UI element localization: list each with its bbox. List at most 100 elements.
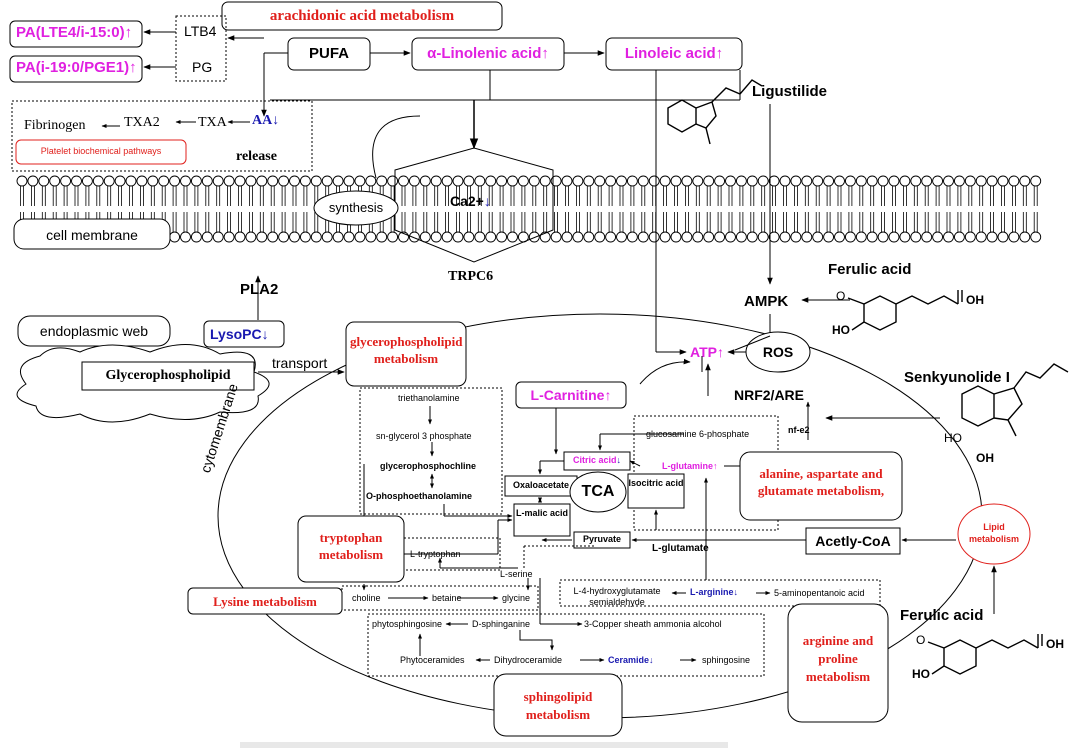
scrollbar-track[interactable] — [240, 742, 728, 748]
txa-label: TXA — [198, 115, 227, 130]
synthesis-ellipse — [313, 190, 399, 226]
ros-label: ROS — [762, 344, 794, 360]
transport-label: transport — [272, 355, 328, 371]
atp-label: ATP↑ — [690, 344, 724, 360]
d-sphinganine-label: D-sphinganine — [472, 619, 531, 629]
endoplasmic-box — [17, 315, 171, 347]
platelet-box — [15, 139, 187, 165]
glycine-label: glycine — [502, 593, 531, 603]
pg-label: PG — [192, 59, 213, 75]
trpc6-label: TRPC6 — [448, 269, 494, 284]
nrf2-label: NRF2/ARE — [734, 387, 805, 403]
aa-label: AA↓ — [252, 113, 280, 128]
ferulic1-ho: HO — [832, 323, 850, 337]
sphingolipid-label: sphingolipid metabolism — [523, 689, 593, 723]
isocitric-label: Isocitric acid — [628, 478, 684, 488]
glycerophospholipid-box — [81, 361, 255, 391]
ferulic2-ho: HO — [912, 667, 930, 681]
release-label: release — [236, 149, 277, 164]
ca-label: Ca2+↓ — [450, 193, 491, 209]
ligustilide-structure — [667, 79, 763, 145]
phytosphingosine-label: phytosphingosine — [372, 619, 443, 629]
senkyunolide-ho: HO — [944, 431, 962, 445]
sphingolipid-box — [493, 673, 623, 737]
senkyunolide-oh: OH — [976, 451, 994, 465]
l-glutamate-label: L-glutamate — [652, 543, 709, 554]
lysine-label: Lysine metabolism — [213, 594, 317, 609]
ltb4-label: LTB4 — [184, 23, 217, 39]
pa2-box — [9, 55, 143, 83]
l-arginine-label: L-arginine↓ — [690, 587, 739, 597]
platelet-dotted-box — [11, 100, 313, 172]
lysopc-box — [203, 320, 285, 348]
pyruvate-label: Pyruvate — [582, 534, 622, 544]
l-carnitine-label: L-Carnitine↑ — [530, 387, 612, 403]
o-phospho-label: O-phosphoethanolamine — [366, 491, 473, 501]
ferulic1-o: O — [836, 289, 846, 303]
alpha-box — [411, 37, 565, 71]
arginine-met-label: arginine and proline metabolism — [802, 633, 874, 685]
pa1-label: PA(LTE4/i-15:0)↑ — [16, 24, 133, 41]
sn-glycerol-label: sn-glycerol 3 phosphate — [376, 431, 472, 441]
alpha-linolenic-label: α-Linolenic acid↑ — [427, 45, 549, 62]
gp-dotted-box — [359, 387, 503, 515]
arachidonic-label: arachidonic acid metabolism — [269, 8, 455, 24]
ltb4-pg-box — [175, 15, 227, 82]
acetyl-coa-label: Acetly-CoA — [815, 533, 891, 549]
isocitric-box — [627, 473, 685, 509]
ligustilide-label: Ligustilide — [752, 83, 827, 100]
l-tryptophan-label: L-tryptophan — [410, 549, 461, 559]
l-glutamine-label: L-glutamine↑ — [662, 461, 718, 471]
l-carnitine-box — [515, 381, 627, 409]
senkyunolide-structure — [961, 363, 1069, 437]
glycerophospholipid-label: Glycerophospholipid — [105, 368, 231, 383]
linoleic-label: Linoleic acid↑ — [624, 45, 724, 62]
ceramide-label: Ceramide↓ — [608, 655, 654, 665]
l-serine-label: L-serine — [500, 569, 533, 579]
phytoceramides-label: Phytoceramides — [400, 655, 465, 665]
tca-label: TCA — [581, 483, 615, 500]
fibrinogen-label: Fibrinogen — [24, 118, 86, 133]
tca-ellipse — [569, 471, 627, 513]
acetyl-coa-box — [805, 527, 901, 555]
tryptophan-met-label: tryptophan metabolism — [318, 530, 384, 562]
sphingosine-label: sphingosine — [702, 655, 751, 665]
arginine-met-box — [787, 603, 889, 723]
dihydroceramide-label: Dihydroceramide — [494, 655, 563, 665]
ferulic1-oh: OH — [966, 293, 984, 307]
ferulic2-o: O — [916, 633, 926, 647]
arginine-dotted-box — [559, 579, 881, 607]
aminopentanoic-label: 5-aminopentanoic acid — [774, 588, 865, 598]
ampk-label: AMPK — [744, 293, 789, 310]
hydroxyglutamate-label: L-4-hydroxyglutamate semialdehyde — [573, 586, 661, 607]
senkyunolide-label: Senkyunolide I — [904, 369, 1010, 386]
choline-label: choline — [352, 593, 381, 603]
endoplasmic-label: endoplasmic web — [39, 323, 149, 339]
ferulic-structure-2 — [927, 634, 1043, 675]
glucosamine-label: glucosamine 6-phosphate — [646, 429, 750, 439]
alanine-label: alanine, aspartate and glutamate metabol… — [757, 466, 885, 498]
ferulic2-oh: OH — [1046, 637, 1064, 651]
trpc6-channel — [394, 147, 554, 263]
l-malic-box — [513, 503, 571, 537]
lipid-ellipse — [957, 503, 1031, 565]
ferulic-acid-label-1: Ferulic acid — [828, 261, 912, 278]
pa2-label: PA(i-19:0/PGE1)↑ — [16, 59, 137, 76]
ferulic-acid-label-2: Ferulic acid — [900, 607, 984, 624]
txa2-label: TXA2 — [124, 115, 160, 130]
betaine-label: betaine — [432, 593, 462, 603]
pa1-box — [9, 20, 143, 48]
ferulic-structure-1 — [847, 290, 963, 331]
l-malic-label: L-malic acid — [515, 508, 569, 518]
membrane — [16, 175, 1042, 243]
pla2-label: PLA2 — [240, 281, 279, 298]
gp-metabolism-box — [345, 321, 467, 387]
oxaloacetate-label: Oxaloacetate — [512, 480, 570, 490]
copper-label: 3-Copper sheath ammonia alcohol — [584, 619, 722, 629]
pufa-label: PUFA — [308, 45, 349, 62]
triethanolamine-label: triethanolamine — [398, 393, 460, 403]
cell-membrane-label: cell membrane — [46, 227, 138, 243]
pufa-box — [287, 37, 371, 71]
